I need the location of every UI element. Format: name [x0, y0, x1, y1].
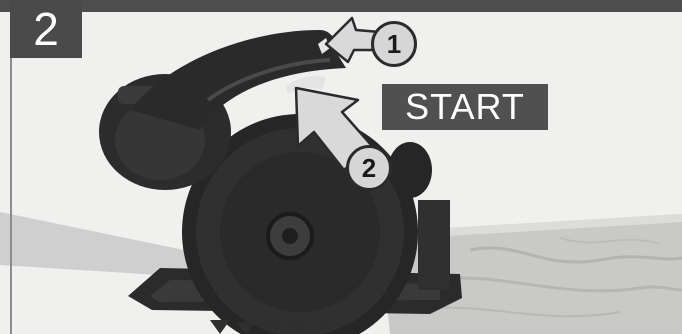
- callout-1: 1: [371, 21, 417, 67]
- start-label: START: [382, 84, 548, 130]
- callout-2: 2: [346, 145, 392, 191]
- left-border: [10, 58, 12, 334]
- header-bar: [0, 0, 682, 12]
- saw-front-bracket: [418, 200, 450, 290]
- step-number-badge: 2: [10, 0, 82, 58]
- saw-front-knob: [388, 142, 432, 198]
